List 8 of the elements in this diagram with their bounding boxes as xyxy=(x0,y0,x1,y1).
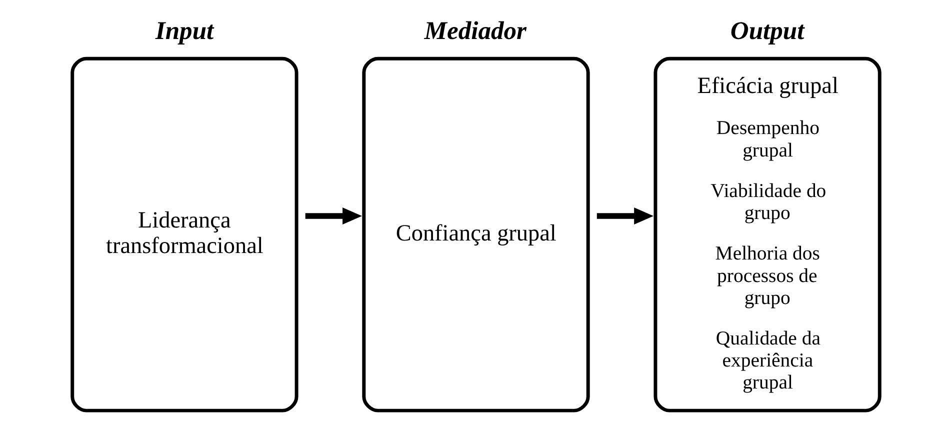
node-label: Input xyxy=(154,16,214,45)
arrow xyxy=(304,208,362,224)
node-box: Liderança transformacional xyxy=(70,56,298,412)
arrow xyxy=(596,208,654,224)
node-label: Output xyxy=(730,16,804,45)
node-box: Confiança grupal xyxy=(362,56,590,412)
node-box: Eficácia grupal Desempenho grupal Viabilidade do grupo Melhoria dos processos de grupo Qualidade da experiência grupal xyxy=(653,56,881,412)
node-label: Mediador xyxy=(424,16,526,45)
